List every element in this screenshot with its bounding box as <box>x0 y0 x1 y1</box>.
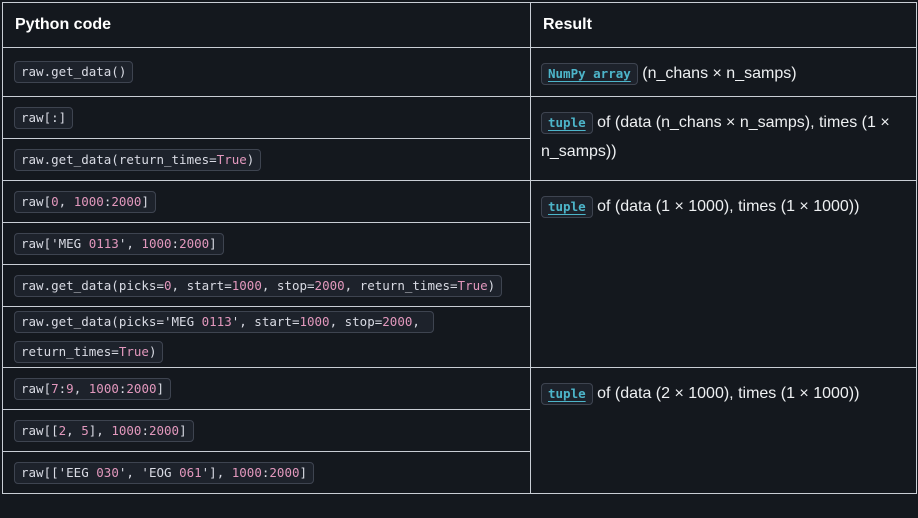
tuple-link[interactable]: tuple <box>548 386 586 401</box>
code-literal: raw[:] <box>14 106 74 129</box>
result-column-header: Result <box>530 2 917 48</box>
tuple-link[interactable]: tuple <box>548 115 586 130</box>
code-cell: raw[[2, 5], 1000:2000] <box>2 409 531 452</box>
table-row: raw.get_data(return_times=True) <box>2 138 917 181</box>
tuple-link[interactable]: tuple <box>548 199 586 214</box>
table-row: raw.get_data(picks=0, start=1000, stop=2… <box>2 264 917 307</box>
result-text: of (data (1 × 1000), times (1 × 1000)) <box>592 198 860 215</box>
code-cell: raw[['EEG 030', 'EOG 061'], 1000:2000] <box>2 451 531 494</box>
result-cell: NumPy array (n_chans × n_samps) <box>530 47 917 97</box>
result-text: (n_chans × n_samps) <box>637 65 797 82</box>
table-row: raw[['EEG 030', 'EOG 061'], 1000:2000] <box>2 451 917 494</box>
code-literal: tuple <box>541 383 593 405</box>
code-literal: raw.get_data(return_times=True) <box>14 148 262 171</box>
code-cell: raw[7:9, 1000:2000] <box>2 367 531 410</box>
code-literal: raw.get_data(picks=0, start=1000, stop=2… <box>14 274 503 297</box>
table-row: raw[0, 1000:2000] tuple of (data (1 × 10… <box>2 180 917 368</box>
table-row: raw.get_data() NumPy array (n_chans × n_… <box>2 47 917 97</box>
code-cell: raw.get_data() <box>2 47 531 97</box>
result-cell: tuple of (data (1 × 1000), times (1 × 10… <box>530 180 917 368</box>
code-literal: raw[['EEG 030', 'EOG 061'], 1000:2000] <box>14 461 315 484</box>
code-cell: raw['MEG 0113', 1000:2000] <box>2 222 531 265</box>
table-row: raw[7:9, 1000:2000] tuple of (data (2 × … <box>2 367 917 494</box>
numpy-array-link[interactable]: NumPy array <box>548 66 631 81</box>
table-row: raw[:] tuple of (data (n_chans × n_samps… <box>2 96 917 181</box>
code-literal: raw[7:9, 1000:2000] <box>14 377 172 400</box>
python-code-column-header: Python code <box>2 2 531 48</box>
code-cell: raw.get_data(picks='MEG 0113', start=100… <box>2 306 531 368</box>
result-text: of (data (n_chans × n_samps), times (1 ×… <box>541 114 890 160</box>
code-literal: raw[0, 1000:2000] <box>14 190 156 213</box>
code-literal: NumPy array <box>541 63 638 85</box>
code-literal: raw['MEG 0113', 1000:2000] <box>14 232 224 255</box>
code-literal: tuple <box>541 112 593 134</box>
table-row: raw['MEG 0113', 1000:2000] <box>2 222 917 265</box>
code-cell: raw[0, 1000:2000] <box>2 180 531 223</box>
result-cell: tuple of (data (n_chans × n_samps), time… <box>530 96 917 181</box>
code-result-table: Python code Result raw.get_data() NumPy … <box>2 2 917 494</box>
code-literal: raw.get_data(picks='MEG 0113', start=100… <box>14 311 435 363</box>
code-literal: raw.get_data() <box>14 61 134 83</box>
result-cell: tuple of (data (2 × 1000), times (1 × 10… <box>530 367 917 494</box>
code-cell: raw.get_data(picks=0, start=1000, stop=2… <box>2 264 531 307</box>
result-text: of (data (2 × 1000), times (1 × 1000)) <box>592 385 860 402</box>
code-literal: tuple <box>541 196 593 218</box>
header-row: Python code Result <box>2 2 917 48</box>
code-cell: raw.get_data(return_times=True) <box>2 138 531 181</box>
code-literal: raw[[2, 5], 1000:2000] <box>14 419 194 442</box>
code-cell: raw[:] <box>2 96 531 139</box>
